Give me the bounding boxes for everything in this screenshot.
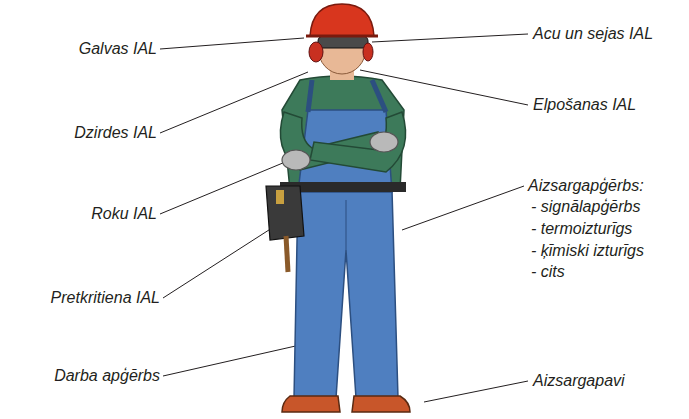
worker (266, 4, 410, 412)
part-label: - signālapģērbs (531, 198, 640, 216)
part-label: Pretkritiena IAL (51, 289, 160, 307)
part-label: - cits (531, 263, 565, 281)
part-label: Dzirdes IAL (74, 124, 157, 142)
part-label: Aizsargapģērbs: (528, 177, 644, 195)
part-label: - termoizturīgs (531, 220, 632, 238)
part-label: Galvas IAL (79, 40, 157, 58)
part-label: - ķīmiski izturīgs (531, 242, 644, 260)
part-label: Aizsargapavi (533, 372, 625, 390)
part-label: Elpošanas IAL (533, 96, 636, 114)
part-label: Acu un sejas IAL (533, 25, 653, 43)
part-label: Roku IAL (91, 205, 157, 223)
part-label: Darba apģērbs (54, 367, 160, 385)
leader-lines (160, 34, 528, 402)
